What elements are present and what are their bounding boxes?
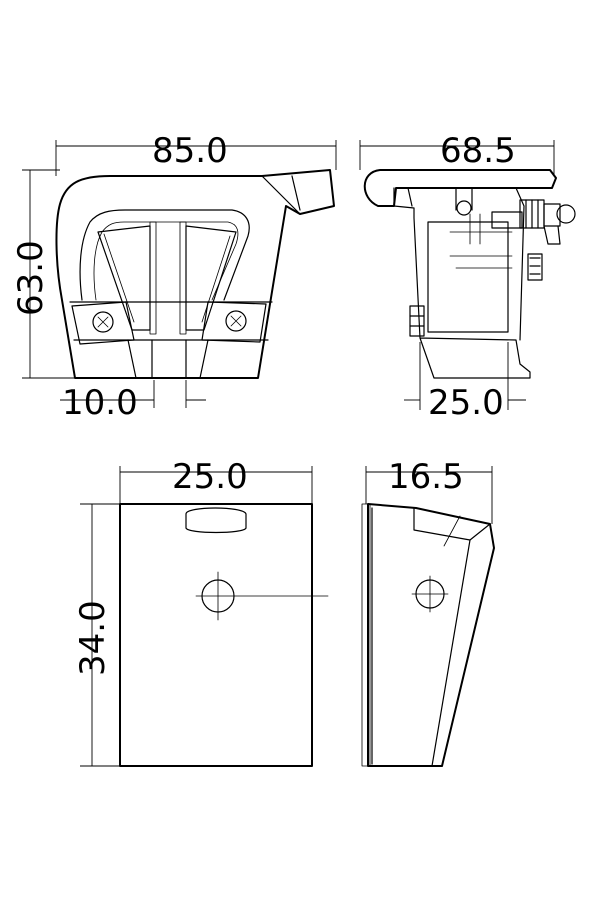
dim-side-width: 68.5 [440,131,516,171]
dim-front-height: 63.0 [11,240,51,316]
pad-front-view [119,503,329,767]
dim-side-depth: 25.0 [428,383,504,423]
dim-front-gap: 10.0 [62,383,138,423]
pad-side-view [361,503,495,767]
pad-side-dimensions: 16.5 [365,457,493,524]
front-dimensions: 85.0 63.0 10.0 [11,131,337,423]
pad-front-dimensions: 25.0 34.0 [73,457,313,767]
dim-pad-width: 25.0 [172,457,248,497]
dim-pad-height: 34.0 [73,600,113,676]
side-view [363,169,576,379]
front-view [55,169,335,379]
side-dimensions: 68.5 25.0 [359,131,555,423]
dim-pad-side-width: 16.5 [388,457,464,497]
dim-front-width: 85.0 [152,131,228,171]
